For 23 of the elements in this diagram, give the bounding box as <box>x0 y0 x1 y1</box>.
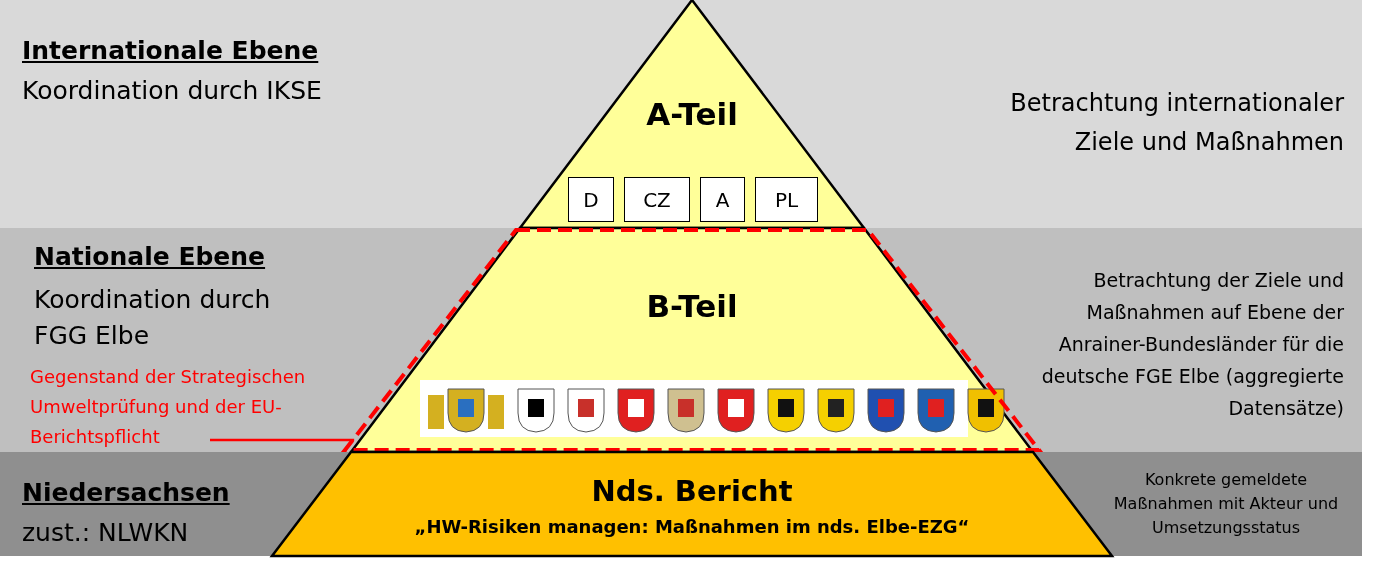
country-box: A <box>700 177 745 222</box>
tier-subtitle: „HW-Risiken managen: Maßnahmen im nds. Elbe-EZG“ <box>413 516 971 537</box>
tier-title: Nds. Bericht <box>590 474 794 508</box>
country-box: PL <box>755 177 818 222</box>
tier-title: B-Teil <box>645 288 739 324</box>
level-band <box>0 452 1362 556</box>
level-description: Konkrete gemeldete Maßnahmen mit Akteur und Umsetzungsstatus <box>1112 469 1340 539</box>
pyramid-tier <box>520 0 864 228</box>
annotation-text: Gegenstand der Strategischen Umweltprüfung und der EU-Berichtspflicht <box>30 362 370 452</box>
level-description: Betrachtung der Ziele und Maßnahmen auf Ebene der Anrainer-Bundesländer für die deutsche FGE Elbe (aggregierte Datensätze) <box>1040 268 1344 421</box>
tier-title: A-Teil <box>645 96 739 132</box>
level-heading: Nationale Ebene <box>34 242 266 271</box>
level-text: Koordination durch IKSE <box>22 76 322 105</box>
level-band <box>0 0 1362 228</box>
level-band <box>0 228 1362 452</box>
level-heading: Niedersachsen <box>22 478 230 507</box>
level-heading: Internationale Ebene <box>22 36 319 65</box>
leader-line <box>210 438 355 442</box>
country-box: CZ <box>624 177 690 222</box>
level-description: Betrachtung internationaler Ziele und Maßnahmen <box>1009 88 1344 158</box>
level-text: Koordination durch FGG Elbe <box>34 284 272 352</box>
level-text: zust.: NLWKN <box>22 518 189 547</box>
country-box: D <box>568 177 614 222</box>
